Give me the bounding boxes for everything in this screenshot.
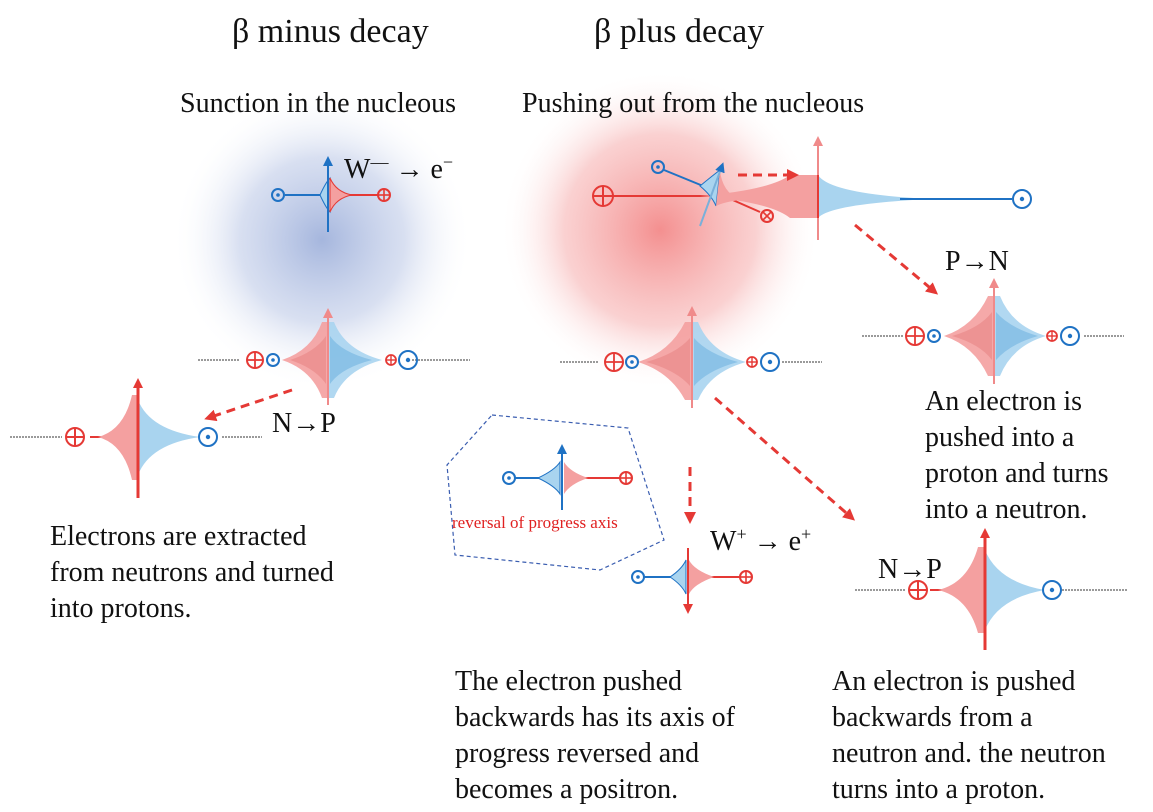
reversal-box	[446, 414, 665, 571]
label-n-to-p-right: N→P	[878, 554, 942, 585]
description-positron: The electron pushed backwards has its ax…	[455, 666, 742, 805]
heading-beta-plus: β plus decay	[594, 13, 764, 50]
label-n-to-p-left: N→P	[272, 408, 336, 439]
nucleus-pushing-glow	[500, 70, 820, 390]
nucleus-suction-glow	[172, 90, 472, 390]
nucleon-left-upper	[198, 308, 470, 405]
proton-right-result	[855, 528, 1128, 650]
description-minus-result: Electrons are extracted from neutrons an…	[50, 521, 341, 624]
reversal-note: reversal of progress axis	[452, 513, 618, 532]
reversal-w-particle	[502, 444, 633, 510]
pushed-electron-particle	[592, 136, 1032, 240]
nucleon-right-neutron	[862, 278, 1124, 384]
w-minus-label: W— → e−	[344, 152, 453, 185]
label-p-to-n: P→N	[945, 246, 1009, 277]
w-plus-particle	[631, 548, 753, 614]
subheading-pushing: Pushing out from the nucleous	[522, 88, 864, 119]
arrow-to-proton-neutron	[854, 223, 939, 295]
w-minus-particle	[271, 156, 391, 232]
tilted-w-particle	[651, 160, 774, 227]
description-neutron-to-proton: An electron is pushed backwards from a n…	[832, 666, 1113, 805]
heading-beta-minus: β minus decay	[232, 13, 429, 50]
w-plus-label: W+ → e+	[710, 524, 811, 557]
subheading-suction: Sunction in the nucleous	[180, 88, 456, 119]
description-proton-to-neutron: An electron is pushed into a proton and …	[925, 386, 1116, 525]
nucleon-middle	[560, 306, 822, 408]
arrow-to-right-proton	[714, 396, 856, 521]
proton-left-result	[10, 378, 262, 498]
